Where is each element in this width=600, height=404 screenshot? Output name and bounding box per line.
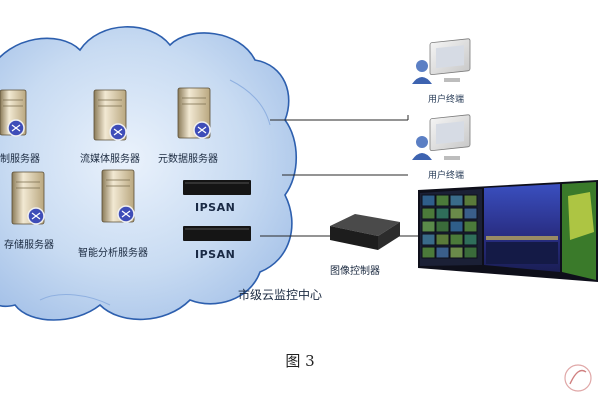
- label-cloud-center: 市级云监控中心: [238, 288, 323, 302]
- label-user-terminal-1: 用户终端: [428, 95, 465, 105]
- user-terminal-1: [412, 38, 471, 84]
- label-metadata-server: 元数据服务器: [158, 154, 218, 165]
- image-controller-device: [330, 214, 400, 250]
- server-control: [0, 89, 27, 137]
- server-storage: [11, 171, 45, 225]
- server-metadata: [177, 87, 211, 139]
- ipsan-unit-2: [183, 226, 251, 241]
- label-streaming-server: 流媒体服务器: [80, 154, 140, 165]
- watermark-logo: [564, 364, 592, 392]
- video-thumbnails: [421, 194, 478, 259]
- label-ipsan-1: IPSAN: [195, 201, 236, 214]
- video-wall: [418, 180, 598, 282]
- ipsan-unit-1: [183, 180, 251, 195]
- label-storage-server: 存储服务器: [4, 240, 54, 251]
- cloud-shape: [0, 26, 298, 321]
- server-streaming: [93, 89, 127, 141]
- label-analysis-server: 智能分析服务器: [78, 248, 148, 259]
- user-terminal-2: [412, 114, 471, 160]
- figure-caption: 图 3: [285, 352, 315, 370]
- label-user-terminal-2: 用户终端: [428, 171, 465, 181]
- label-image-controller: 图像控制器: [330, 266, 380, 277]
- server-analysis: [101, 169, 135, 223]
- label-ipsan-2: IPSAN: [195, 248, 236, 261]
- label-control-server: 制服务器: [0, 154, 40, 165]
